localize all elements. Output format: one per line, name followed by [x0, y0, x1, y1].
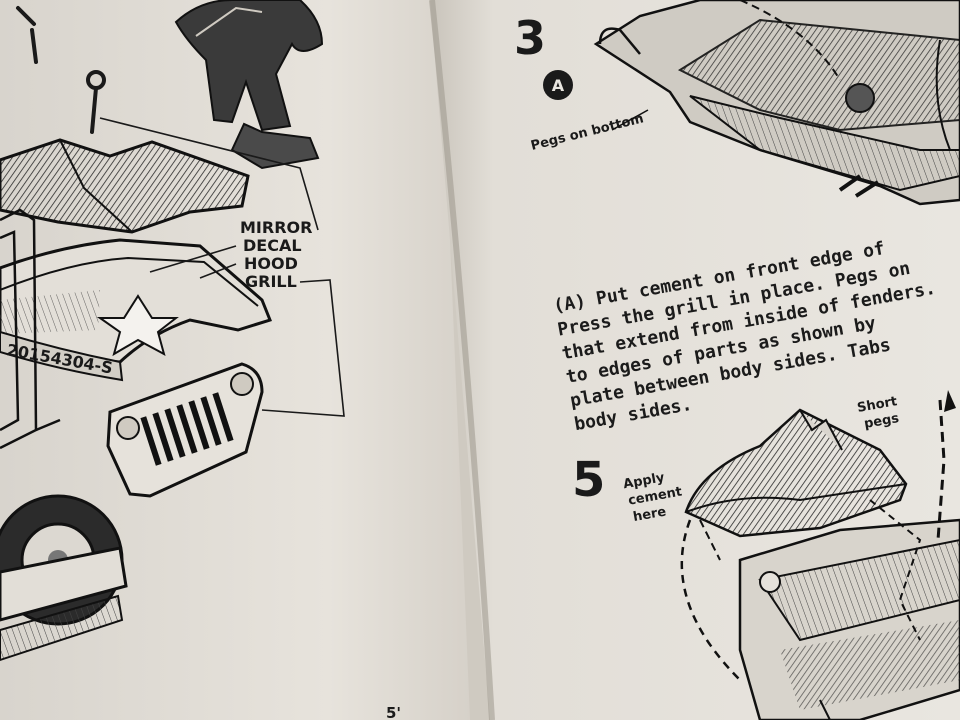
book-gutter	[429, 0, 495, 720]
grill-part	[106, 362, 264, 498]
short-pegs-line-2: pegs	[863, 411, 900, 432]
step-5: 5 Apply cement here Short pegs Ta	[572, 394, 956, 694]
apply-cement-line-3: here	[632, 504, 668, 525]
callout-hood: HOOD	[244, 254, 298, 273]
callout-leaders	[99, 117, 345, 417]
callout-decal: DECAL	[243, 236, 302, 255]
callout-labels: MIRROR DECAL HOOD GRILL	[240, 218, 312, 291]
body-side-outline	[0, 208, 61, 450]
marker-a-circle	[543, 70, 573, 100]
apply-cement-line-1: Apply	[622, 470, 666, 492]
short-pegs-line-1: Short	[856, 394, 898, 416]
mirror-post-part	[16, 6, 106, 134]
step-3-number: 3	[514, 11, 546, 65]
marker-a-letter: A	[552, 76, 565, 95]
page-number: 5'	[386, 704, 401, 720]
step-5-number: 5	[572, 452, 605, 508]
callout-mirror: MIRROR	[240, 218, 312, 237]
chassis-illustration	[593, 0, 960, 206]
wheel-part	[0, 494, 128, 662]
hood-upper-part	[0, 138, 250, 234]
callout-grill: GRILL	[245, 272, 297, 291]
body-assembly-illustration	[680, 390, 960, 720]
